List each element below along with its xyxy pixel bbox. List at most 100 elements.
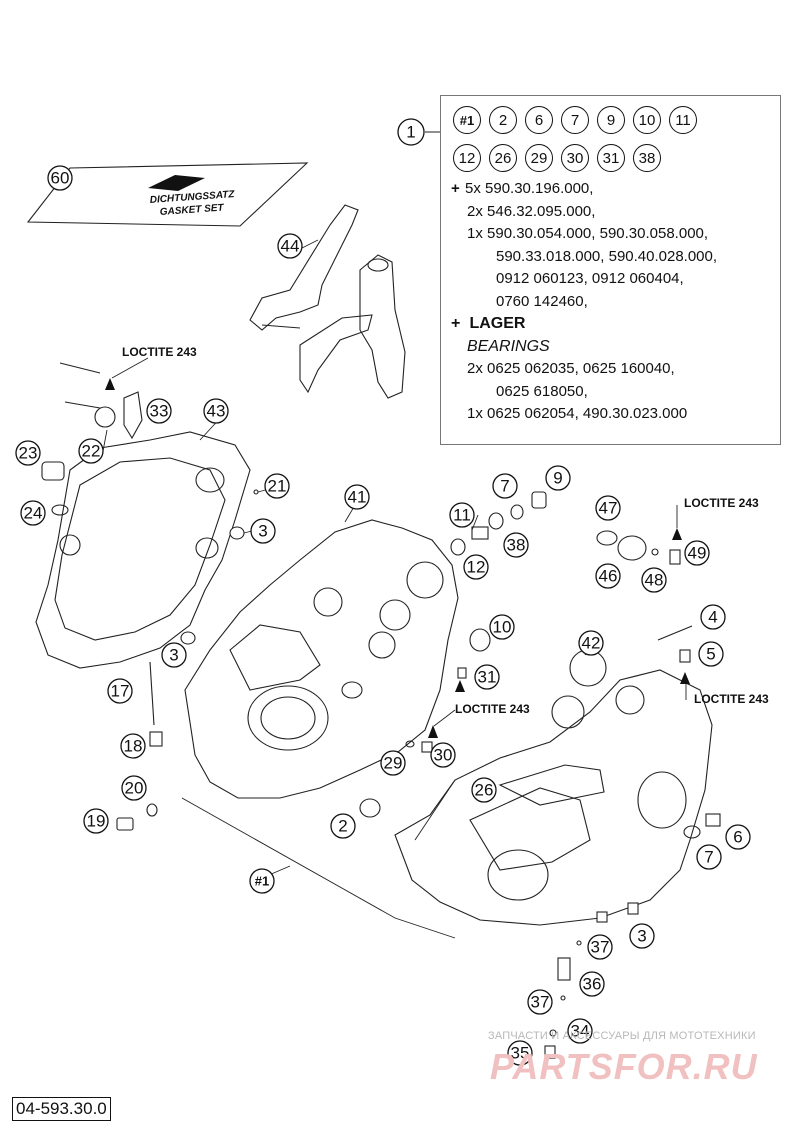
parts-kit-box: #1 2 6 7 9 10 11 12 26 29 30 31 38 +5x 5…	[440, 95, 781, 445]
callout-46: 46	[595, 563, 621, 589]
svg-text:21: 21	[268, 477, 287, 496]
chain-guide-bracket	[249, 204, 406, 399]
callout-7-a: 7	[492, 473, 518, 499]
drawing-number: 04-593.30.0	[12, 1097, 111, 1121]
svg-text:19: 19	[87, 812, 106, 831]
svg-text:12: 12	[467, 558, 486, 577]
watermark: ЗАПЧАСТИ И АКСЕССУАРЫ ДЛЯ МОТОТЕХНИКИ PA…	[488, 1028, 798, 1088]
small-parts	[41, 362, 721, 1059]
svg-text:20: 20	[125, 779, 144, 798]
svg-text:29: 29	[384, 754, 403, 773]
callout-assembly-1: #1	[249, 868, 275, 894]
svg-text:22: 22	[82, 442, 101, 461]
callout-44: 44	[277, 233, 303, 259]
svg-text:9: 9	[553, 469, 562, 488]
callout-30: 30	[430, 742, 456, 768]
loctite-label-4: LOCTITE 243	[694, 692, 769, 706]
svg-text:49: 49	[688, 544, 707, 563]
lager-heading: + LAGER	[451, 313, 776, 336]
kit-part-numbers: +5x 590.30.196.000, 2x 546.32.095.000, 1…	[451, 178, 776, 426]
callout-9: 9	[545, 465, 571, 491]
svg-text:60: 60	[51, 169, 70, 188]
callout-24: 24	[20, 500, 46, 526]
svg-text:35: 35	[511, 1044, 530, 1063]
callout-3-c: 3	[629, 923, 655, 949]
callout-35: 35	[507, 1040, 533, 1066]
callout-5: 5	[698, 641, 724, 667]
svg-text:42: 42	[582, 634, 601, 653]
callout-3-b: 3	[161, 642, 187, 668]
callout-18: 18	[120, 733, 146, 759]
part-number-line: 590.33.018.000, 590.40.028.000,	[496, 247, 718, 265]
svg-text:7: 7	[704, 848, 713, 867]
part-number-line: 0912 060123, 0912 060404,	[496, 270, 684, 287]
svg-text:46: 46	[599, 567, 618, 586]
callout-26: 26	[471, 777, 497, 803]
svg-text:4: 4	[708, 608, 717, 627]
svg-text:1: 1	[406, 123, 415, 142]
watermark-tagline: ЗАПЧАСТИ И АКСЕССУАРЫ ДЛЯ МОТОТЕХНИКИ	[488, 1030, 756, 1042]
ignition-cover	[35, 431, 251, 669]
bearings-heading: BEARINGS	[467, 337, 550, 355]
callout-49: 49	[684, 540, 710, 566]
callout-10: 10	[489, 614, 515, 640]
kit-callout: 30	[561, 144, 589, 172]
callout-20: 20	[121, 775, 147, 801]
svg-text:26: 26	[475, 781, 494, 800]
watermark-logo: PARTSFOR.RU	[490, 1046, 758, 1087]
callout-7-b: 7	[696, 844, 722, 870]
svg-text:41: 41	[348, 488, 367, 507]
svg-text:37: 37	[591, 938, 610, 957]
kit-callout: 31	[597, 144, 625, 172]
svg-text:3: 3	[258, 522, 267, 541]
svg-text:33: 33	[150, 402, 169, 421]
crankcase-right-half	[394, 649, 713, 926]
svg-text:47: 47	[599, 499, 618, 518]
svg-text:17: 17	[111, 682, 130, 701]
bearing-line: 2x 0625 062035, 0625 160040,	[467, 360, 675, 377]
svg-text:2: 2	[338, 817, 347, 836]
callout-38-a: 38	[503, 532, 529, 558]
svg-text:10: 10	[493, 618, 512, 637]
bearing-line: 0625 618050,	[496, 382, 588, 400]
loctite-label-1: LOCTITE 243	[122, 345, 197, 359]
part-number-line: 0760 142460,	[496, 292, 588, 310]
callout-3-a: 3	[250, 518, 276, 544]
kit-callout: 26	[489, 144, 517, 172]
callout-41: 41	[344, 484, 370, 510]
svg-text:18: 18	[124, 737, 143, 756]
plus-icon: +	[451, 315, 461, 332]
svg-text:24: 24	[24, 504, 43, 523]
svg-text:36: 36	[583, 975, 602, 994]
kit-callout: #1	[453, 106, 481, 134]
callout-31: 31	[474, 664, 500, 690]
callout-12: 12	[463, 554, 489, 580]
kit-callout: 11	[669, 106, 697, 134]
plus-icon: +	[451, 180, 460, 197]
callout-17: 17	[107, 678, 133, 704]
callout-22: 22	[78, 438, 104, 464]
svg-text:38: 38	[507, 536, 526, 555]
kit-callout: 9	[597, 106, 625, 134]
kit-callout: 2	[489, 106, 517, 134]
kit-callout: 7	[561, 106, 589, 134]
part-number-line: 2x 546.32.095.000,	[467, 202, 596, 220]
loctite-label-2: LOCTITE 243	[455, 702, 530, 716]
svg-text:31: 31	[478, 668, 497, 687]
part-number-line: 1x 590.30.054.000, 590.30.058.000,	[467, 225, 709, 242]
svg-text:48: 48	[645, 571, 664, 590]
crankcase-left-half	[184, 519, 459, 799]
callout-21: 21	[264, 473, 290, 499]
kit-callout: 12	[453, 144, 481, 172]
callout-4: 4	[700, 604, 726, 630]
svg-text:37: 37	[531, 993, 550, 1012]
callout-29: 29	[380, 750, 406, 776]
kit-callout: 10	[633, 106, 661, 134]
callout-42: 42	[578, 630, 604, 656]
callout-37-a: 37	[587, 934, 613, 960]
callout-19: 19	[83, 808, 109, 834]
gasket-set-line2: GASKET SET	[159, 203, 224, 218]
svg-text:7: 7	[500, 477, 509, 496]
callout-6: 6	[725, 824, 751, 850]
callout-37-b: 37	[527, 989, 553, 1015]
